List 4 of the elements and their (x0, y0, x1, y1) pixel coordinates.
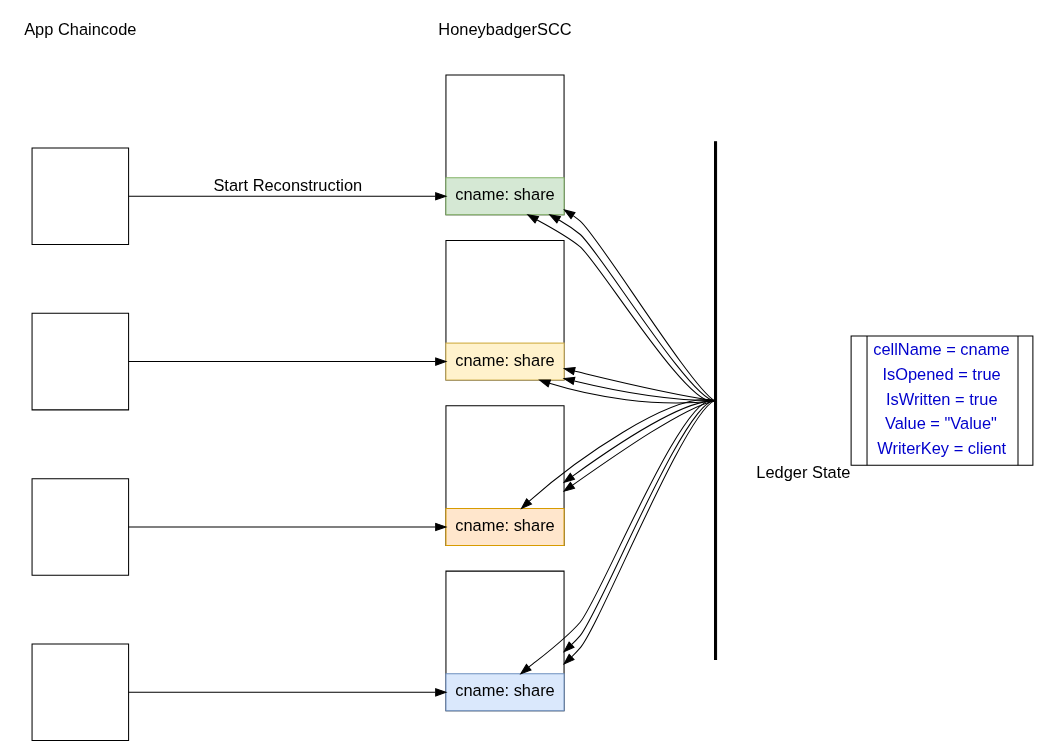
node-label: Ledger State (755, 463, 850, 482)
edge-label: Start Reconstruction (212, 175, 362, 194)
label: HoneybadgerSCC (437, 19, 572, 38)
label: App Chaincode (23, 19, 136, 38)
